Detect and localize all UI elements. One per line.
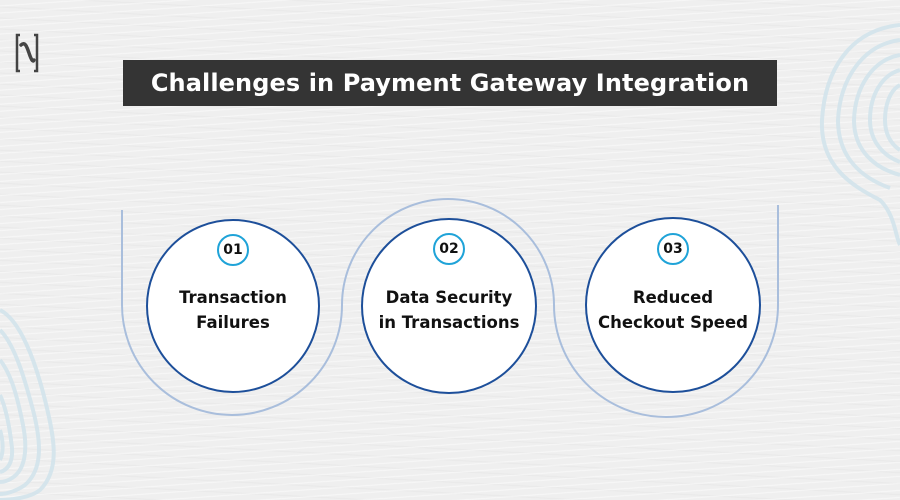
page-title: Challenges in Payment Gateway Integratio…: [150, 69, 750, 97]
topographic-pattern-left: [0, 308, 56, 500]
step-label-line-2: Failures: [196, 313, 270, 332]
step-card-1: 01 Transaction Failures: [146, 219, 320, 393]
step-label-line-1: Data Security: [385, 288, 513, 307]
step-number: 03: [663, 241, 683, 257]
step-number-badge: 02: [433, 233, 465, 265]
step-label: Transaction Failures: [148, 285, 318, 335]
step-label: Reduced Checkout Speed: [587, 285, 759, 335]
step-label-line-2: Checkout Speed: [598, 313, 748, 332]
step-label-line-1: Reduced: [632, 288, 714, 307]
step-card-2: 02 Data Security in Transactions: [361, 218, 537, 394]
step-label-line-2: in Transactions: [378, 313, 520, 332]
step-number-badge: 03: [657, 233, 689, 265]
step-number-badge: 01: [217, 234, 249, 266]
n-bracket-logo-icon: [15, 33, 39, 73]
step-number: 01: [223, 242, 243, 258]
topographic-pattern-right: [819, 23, 900, 246]
step-label-line-1: Transaction: [179, 288, 287, 307]
step-number: 02: [439, 241, 459, 257]
title-bar: Challenges in Payment Gateway Integratio…: [123, 60, 777, 106]
connector-line: [121, 198, 779, 418]
step-card-3: 03 Reduced Checkout Speed: [585, 217, 761, 393]
step-label: Data Security in Transactions: [363, 285, 535, 335]
